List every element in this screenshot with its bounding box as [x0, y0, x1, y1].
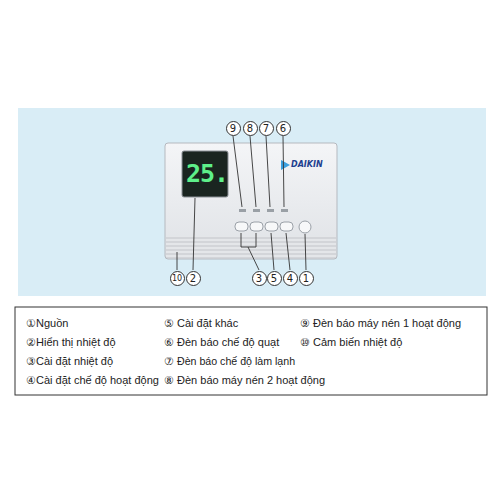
brand-logo: DAIKIN	[291, 160, 323, 170]
callout-number: 2	[186, 271, 201, 286]
logo-mark	[281, 160, 290, 170]
key-table-cell: ⑧ Đèn báo máy nén 2 hoạt động	[164, 373, 325, 387]
callout-number: 6	[276, 121, 291, 136]
key-table-cell: ⑦ Đèn báo chế độ làm lạnh	[164, 354, 295, 368]
display-window	[182, 151, 228, 197]
background-panel	[18, 108, 486, 296]
key-table-cell: ①Nguồn	[26, 316, 68, 330]
callout-number: 9	[226, 121, 241, 136]
callout-number: 4	[283, 271, 298, 286]
callout-number: 3	[252, 271, 267, 286]
callout-number: 7	[259, 121, 274, 136]
key-table-cell: ⑩ Cảm biến nhiệt độ	[300, 335, 402, 349]
key-table-cell: ⑤ Cài đặt khác	[164, 316, 238, 330]
leader-lines	[177, 136, 306, 270]
callout-number: 10	[170, 271, 185, 286]
key-table-cell: ③Cài đặt nhiệt độ	[26, 354, 113, 368]
temperature-display: 25.	[186, 160, 228, 188]
controller-housing	[165, 143, 337, 259]
key-table-cell: ②Hiển thị nhiệt độ	[26, 335, 116, 349]
key-box	[15, 307, 487, 395]
callout-number: 8	[243, 121, 258, 136]
key-table-cell: ④Cài đặt chế độ hoạt động	[26, 373, 159, 387]
key-table-cell: ⑥ Đèn báo chế độ quạt	[164, 335, 279, 349]
indicator-leds	[239, 209, 288, 212]
buttons	[235, 221, 311, 233]
callout-number: 1	[299, 271, 314, 286]
key-table-cell: ⑨ Đèn báo máy nén 1 hoạt động	[300, 316, 461, 330]
callout-number: 5	[267, 271, 282, 286]
